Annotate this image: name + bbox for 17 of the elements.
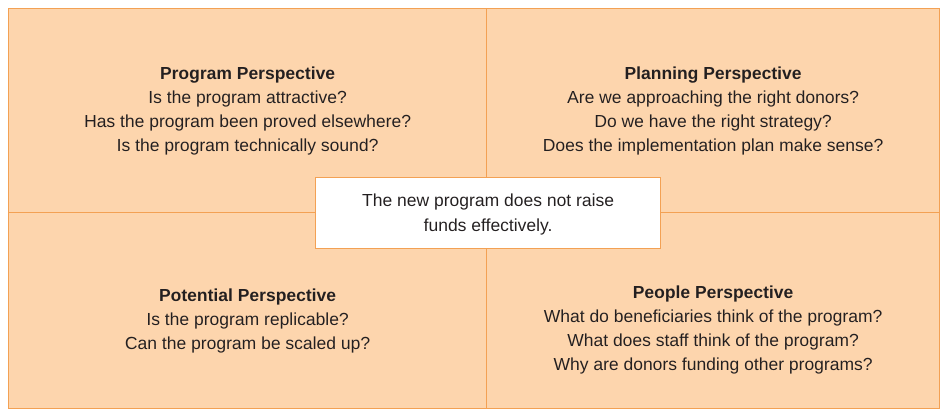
- quadrant-heading: Potential Perspective: [158, 284, 336, 307]
- question-text: Does the implementation plan make sense?: [542, 134, 884, 157]
- problem-box: [315, 177, 661, 249]
- problem-statement: The new program does not raise funds effectively.: [361, 189, 615, 237]
- question-text: Do we have the right strategy?: [594, 110, 832, 133]
- question-text: Is the program attractive?: [148, 86, 347, 109]
- question-text: Why are donors funding other programs?: [553, 353, 873, 376]
- question-text: Has the program been proved elsewhere?: [84, 110, 411, 133]
- question-text: Can the program be scaled up?: [124, 332, 370, 355]
- question-text: Is the program technically sound?: [116, 134, 378, 157]
- question-text: Is the program replicable?: [146, 308, 349, 331]
- question-text: Are we approaching the right donors?: [567, 86, 859, 109]
- quadrant-heading: People Perspective: [632, 281, 794, 304]
- quadrant-heading: Planning Perspective: [624, 62, 802, 85]
- question-text: What does staff think of the program?: [567, 329, 859, 352]
- quadrant-heading: Program Perspective: [160, 62, 336, 85]
- question-text: What do beneficiaries think of the program?: [544, 305, 882, 328]
